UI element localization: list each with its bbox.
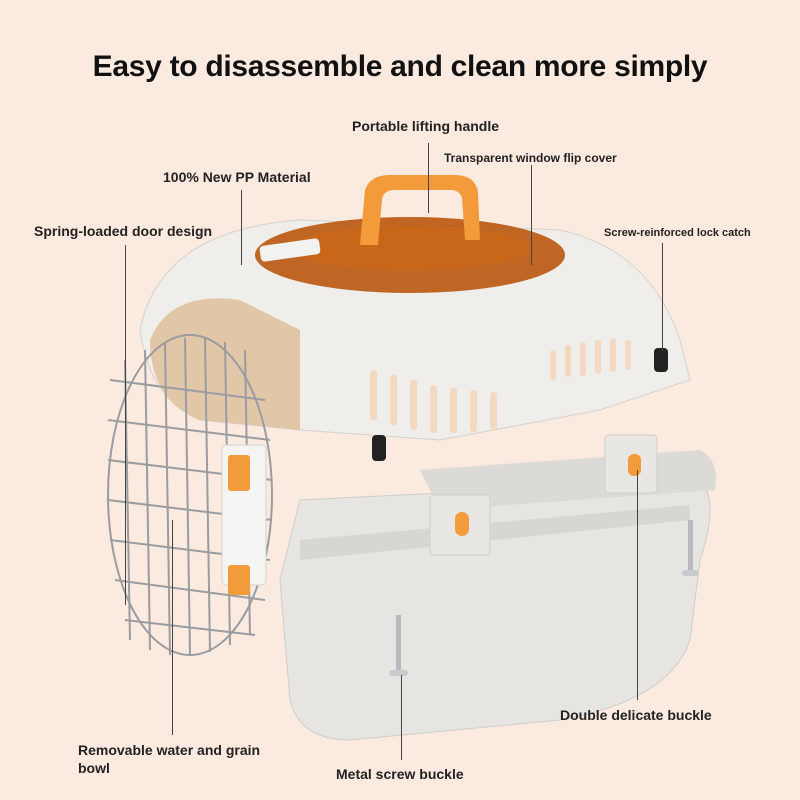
callout-window-cover: Transparent window flip cover: [444, 151, 617, 165]
buckles: [429, 434, 658, 556]
callout-bowl-line2: bowl: [78, 760, 110, 776]
leader-lock: [662, 243, 663, 351]
leader-material: [241, 190, 242, 265]
callout-door: Spring-loaded door design: [34, 223, 213, 239]
leader-bowl: [172, 520, 173, 735]
lifting-handle: [360, 175, 480, 245]
door-latch: [221, 444, 267, 595]
leader-double-buckle: [637, 470, 638, 700]
lock-knobs: [372, 348, 668, 461]
page-title: Easy to disassemble and clean more simpl…: [92, 50, 708, 83]
callout-bowl: Removable water and grain bowl: [78, 741, 260, 777]
top-shell: [139, 219, 691, 441]
window-flip-cover: [255, 217, 565, 293]
leader-door: [125, 245, 126, 605]
leader-screw: [401, 675, 402, 760]
metal-screws: [389, 520, 699, 676]
leader-handle: [428, 143, 429, 213]
bottom-tray: [279, 450, 716, 741]
callout-lock-catch: Screw-reinforced lock catch: [604, 227, 751, 239]
callout-material: 100% New PP Material: [163, 169, 311, 185]
leader-window: [531, 165, 532, 265]
wire-door: [107, 334, 273, 656]
callout-screw-buckle: Metal screw buckle: [336, 766, 464, 782]
callout-bowl-line1: Removable water and grain: [78, 742, 261, 758]
callout-double-buckle: Double delicate buckle: [560, 707, 712, 723]
callout-handle: Portable lifting handle: [352, 118, 500, 134]
